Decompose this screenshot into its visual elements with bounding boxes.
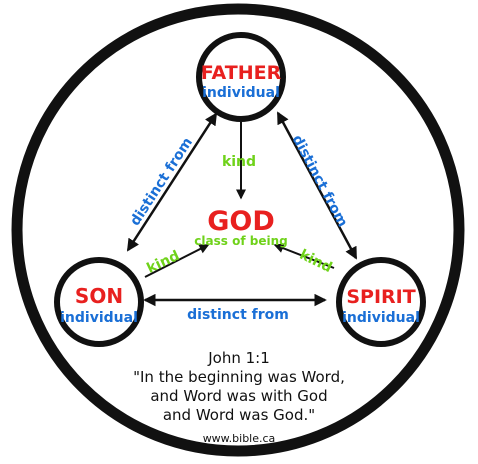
- verse-line-1: "In the beginning was Word,: [133, 368, 345, 386]
- son-title: SON: [75, 284, 123, 308]
- father-title: FATHER: [201, 62, 282, 84]
- arrow-father-son: [126, 112, 218, 252]
- spirit-circle: [336, 257, 426, 347]
- website-url: www.bible.ca: [203, 432, 276, 445]
- god-title: GOD: [207, 206, 275, 237]
- verse-reference: John 1:1: [207, 349, 270, 367]
- spirit-subtitle: individual: [342, 310, 420, 326]
- label-father-god: kind: [222, 154, 256, 170]
- arrow-son-god: [144, 244, 210, 278]
- label-son-spirit: distinct from: [187, 307, 289, 323]
- arrow-spirit-god: [273, 243, 335, 269]
- verse-line-2: and Word was with God: [150, 387, 327, 405]
- spirit-title: SPIRIT: [346, 286, 415, 308]
- verse-line-3: and Word was God.": [163, 406, 315, 424]
- father-subtitle: individual: [202, 85, 280, 101]
- father-circle: [196, 32, 286, 122]
- god-subtitle: class of being: [194, 234, 287, 248]
- son-subtitle: individual: [60, 310, 138, 326]
- son-circle: [54, 257, 144, 347]
- arrow-father-spirit: [276, 111, 358, 260]
